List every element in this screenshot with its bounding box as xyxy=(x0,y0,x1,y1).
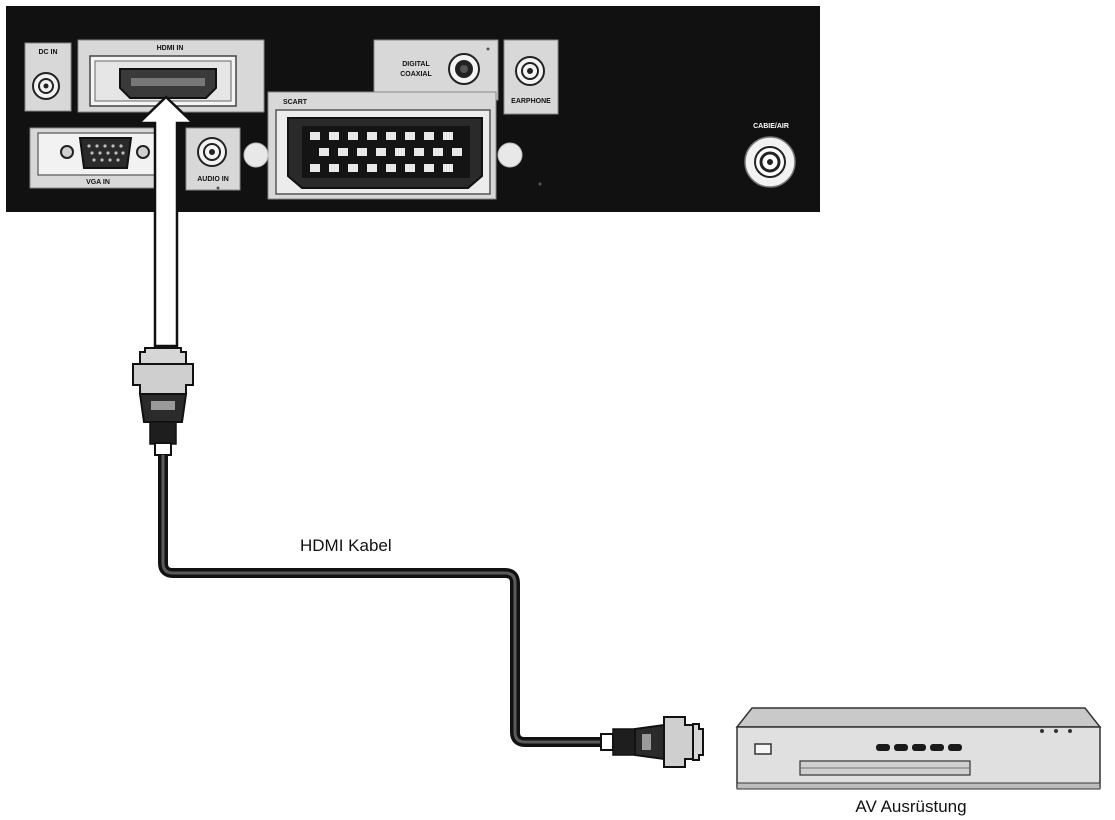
digital-coaxial-label-2: COAXIAL xyxy=(400,71,432,78)
vga-in-label: VGA IN xyxy=(86,179,110,186)
vga-in-port: VGA IN xyxy=(29,127,167,189)
hdmi-in-port: HDMI IN xyxy=(77,39,265,113)
hdmi-in-label: HDMI IN xyxy=(157,45,184,52)
hdmi-cable xyxy=(158,455,603,747)
hdmi-cable-highlight xyxy=(161,455,603,744)
digital-coaxial-port: DIGITAL COAXIAL xyxy=(373,39,499,101)
digital-coaxial-label-1: DIGITAL xyxy=(402,61,430,68)
hdmi-plug-tv-end xyxy=(132,347,194,456)
scart-port: SCART xyxy=(243,91,542,200)
earphone-label: EARPHONE xyxy=(511,98,551,105)
audio-in-port: AUDIO IN xyxy=(185,127,241,191)
power-button-icon xyxy=(754,743,772,755)
scart-pins xyxy=(310,132,462,172)
tv-rear-panel: DC IN HDMI IN DIGITAL COAXIAL xyxy=(6,6,820,212)
av-equipment xyxy=(735,707,1102,790)
device-label: AV Ausrüstung xyxy=(855,797,966,816)
insert-arrow xyxy=(135,95,197,348)
device-buttons xyxy=(876,744,962,751)
cable-air-port: CABIE/AIR xyxy=(744,123,796,188)
cable-air-label: CABIE/AIR xyxy=(753,123,789,130)
cable-label: HDMI Kabel xyxy=(300,536,392,555)
hdmi-plug-device-end xyxy=(600,716,704,768)
scart-label: SCART xyxy=(283,99,308,106)
earphone-port: EARPHONE xyxy=(503,39,559,115)
dc-in-port: DC IN xyxy=(24,42,72,112)
dc-in-label: DC IN xyxy=(38,49,57,56)
audio-in-label: AUDIO IN xyxy=(197,176,229,183)
